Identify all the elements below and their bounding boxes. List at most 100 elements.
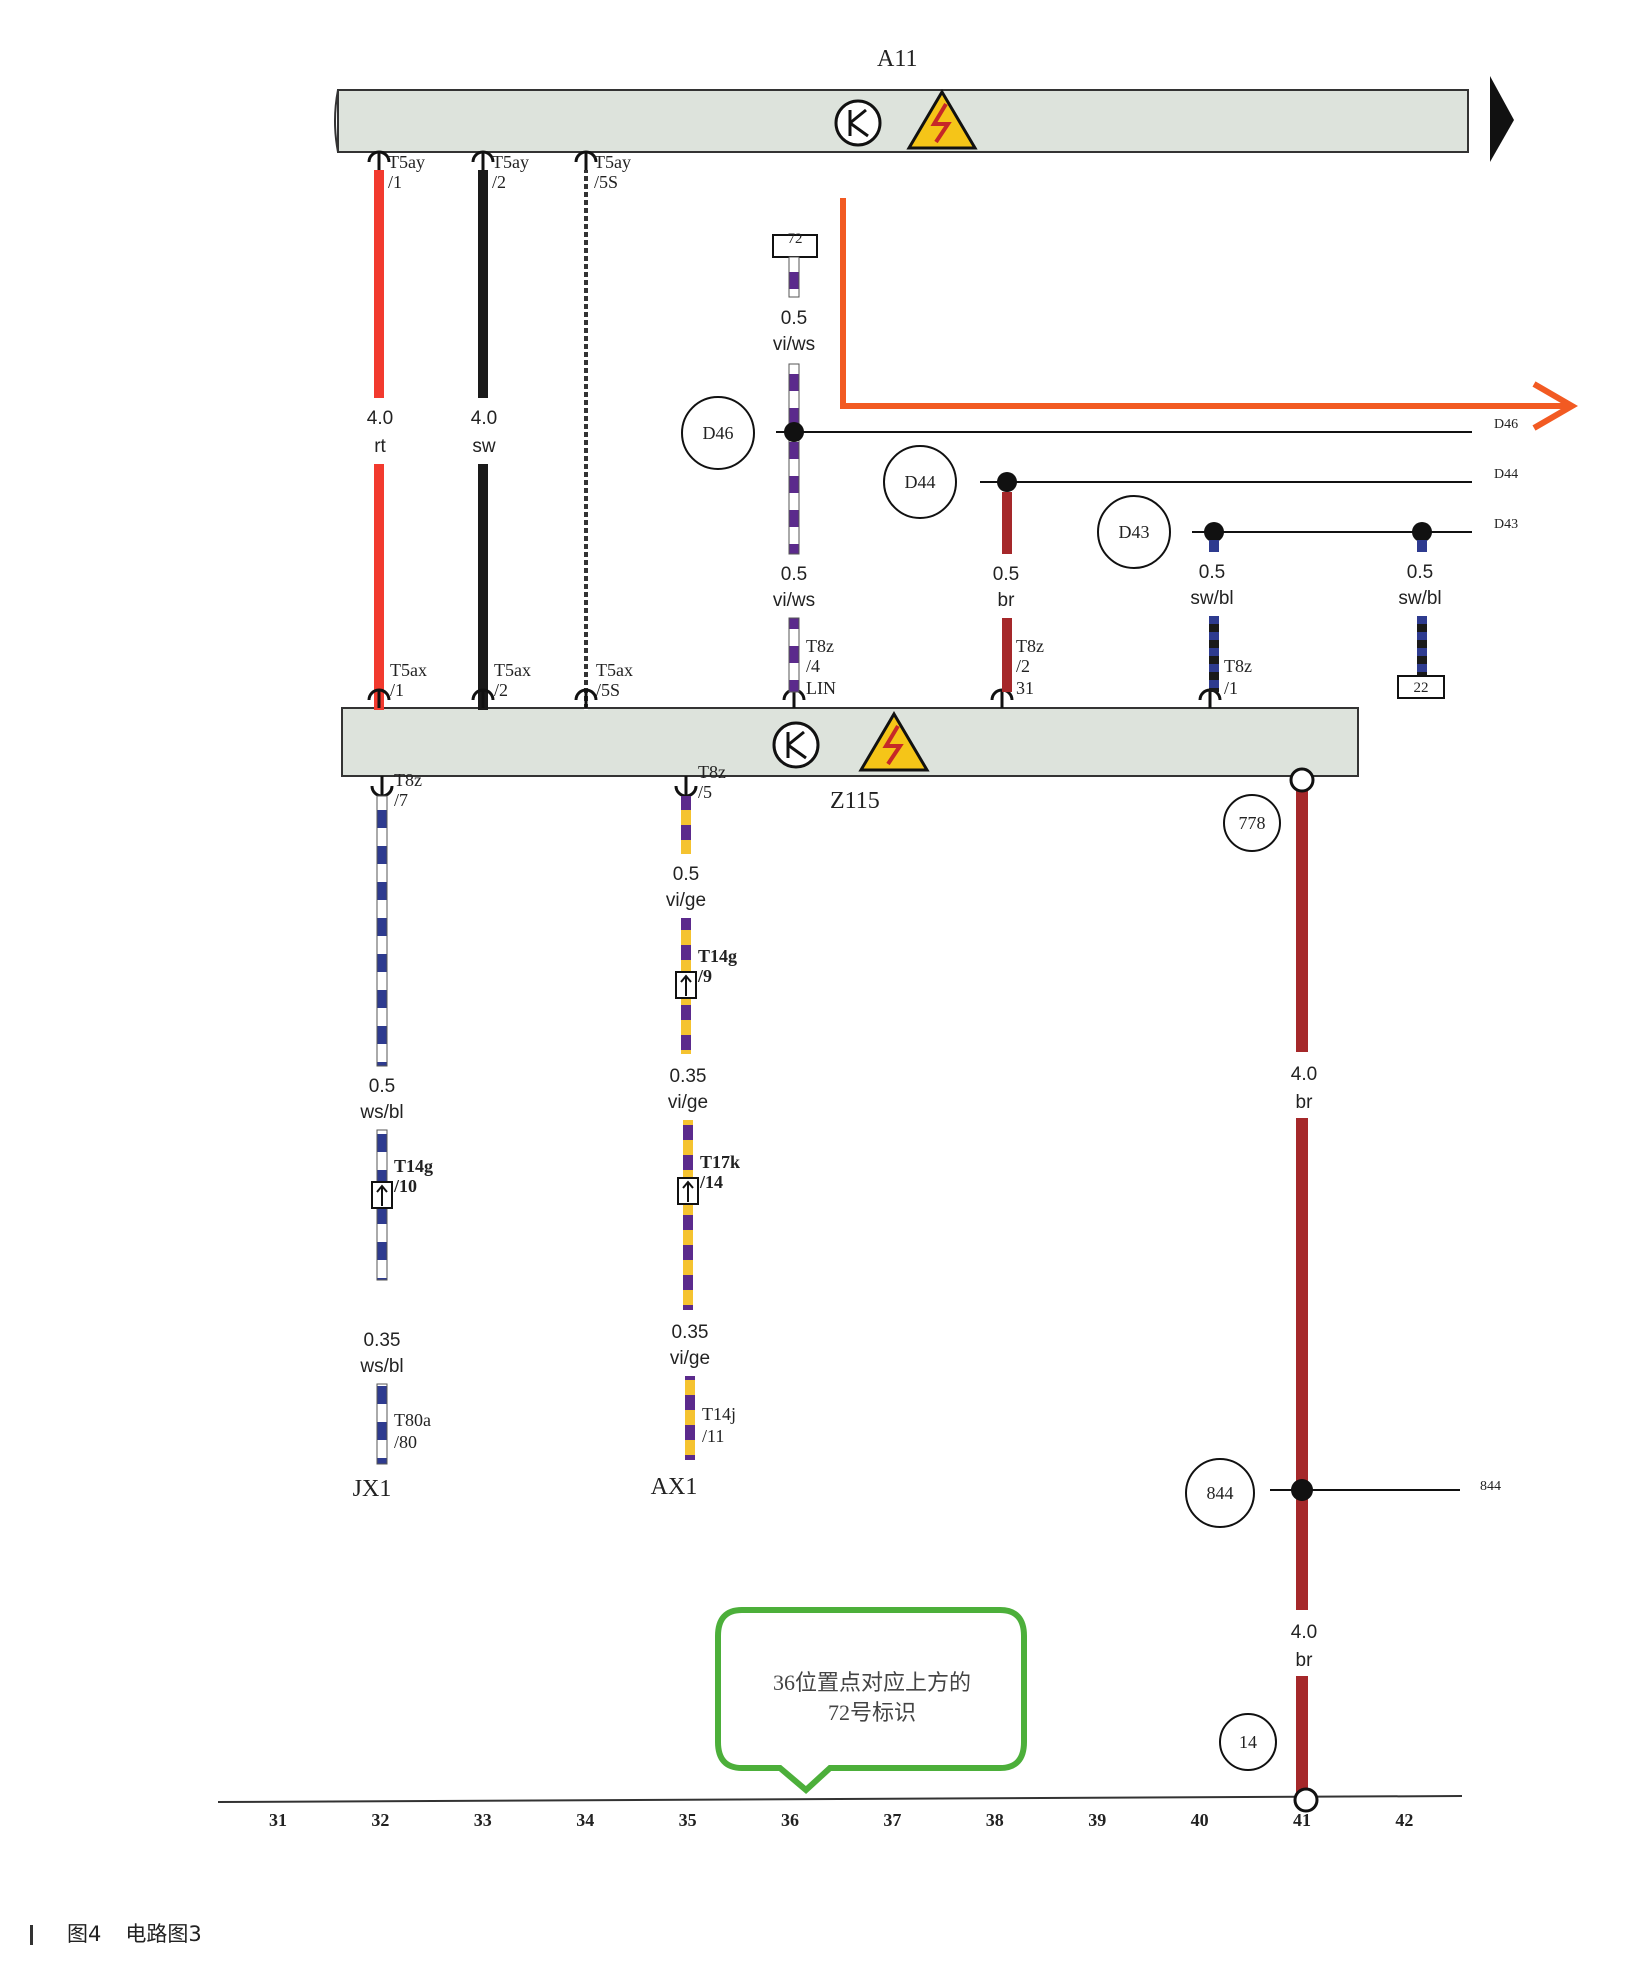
connector-pin: /5 [698, 782, 712, 802]
callout-line-1: 36位置点对应上方的 [773, 1670, 971, 1695]
wire-size-label: 0.5 [781, 308, 807, 329]
ruler-label-41: 41 [1293, 1810, 1311, 1830]
ref-box-22-label: 22 [1414, 680, 1429, 696]
d43-ref-circle [1097, 495, 1171, 569]
high-voltage-warning-icon [906, 89, 978, 150]
wire-size-label: 0.35 [672, 1322, 709, 1343]
connector-pin: /1 [1224, 678, 1238, 698]
connector-label: T5ax [596, 660, 633, 680]
a11-label: A11 [877, 46, 917, 72]
wire-size-label: 4.0 [367, 408, 393, 429]
connector-label: T80a [394, 1410, 431, 1430]
wire-color-label: sw/bl [1190, 588, 1233, 609]
wire-size-label: 0.5 [781, 564, 807, 585]
z115-control-unit [341, 707, 1359, 777]
splice-point [1204, 522, 1224, 542]
connector-pin: /1 [388, 172, 402, 192]
terminal-point [1293, 1787, 1319, 1813]
pin-icon [674, 776, 698, 798]
d44-ref-label: D44 [905, 472, 936, 492]
wire-color-label: vi/ws [773, 590, 815, 611]
c14-ref-label: 14 [1239, 1732, 1257, 1752]
wire-color-label: br [998, 590, 1016, 611]
swbl-wire-stub [1417, 540, 1427, 552]
c778-ref-label: 778 [1239, 813, 1266, 833]
wire-size-label: 0.35 [670, 1066, 707, 1087]
connector-pin: /9 [697, 966, 712, 986]
connector-label: T5ax [494, 660, 531, 680]
ruler-label-35: 35 [679, 1810, 697, 1830]
c844-ref-label: 844 [1207, 1483, 1234, 1503]
wire-size-label: 0.35 [364, 1330, 401, 1351]
figure-number: 图4 [67, 1922, 102, 1946]
transistor-icon [772, 721, 820, 769]
vige-wire [683, 1120, 693, 1310]
ruler-label-32: 32 [371, 1810, 389, 1830]
swbl-wire-stub [1209, 540, 1219, 552]
d43-ref-label: D43 [1119, 522, 1150, 542]
wire-color-label: vi/ge [670, 1348, 710, 1369]
connector-label: T14g [394, 1156, 433, 1176]
c844-ref-circle [1185, 1458, 1255, 1528]
ruler-label-33: 33 [474, 1810, 492, 1830]
pin-icon [367, 688, 391, 708]
wire-size-label: 0.5 [1199, 562, 1225, 583]
swbl-wire [1417, 616, 1427, 676]
ruler-label-36: 36 [781, 1810, 799, 1830]
wsbl-wire [376, 1383, 388, 1465]
high-voltage-warning-icon [858, 711, 930, 772]
c844-end-label: 844 [1480, 1479, 1501, 1494]
connector-pin: /10 [393, 1176, 417, 1196]
connector-pin: /1 [390, 680, 404, 700]
d44-end-label: D44 [1494, 467, 1518, 482]
connector-label: T8z [1224, 656, 1252, 676]
vige-wire [685, 1376, 695, 1460]
connector-pin: /4 [806, 656, 820, 676]
wire-color-label: vi/ge [666, 890, 706, 911]
vige-wire [681, 796, 691, 854]
wire-size-label: 0.5 [993, 564, 1019, 585]
plug-connector-icon [371, 1181, 393, 1209]
wire-color-label: br [1296, 1650, 1314, 1671]
ax1-label: AX1 [651, 1474, 698, 1500]
connector-label: T8z [1016, 636, 1044, 656]
wire-color-label: ws/bl [359, 1102, 403, 1123]
swbl-wire [1209, 616, 1219, 692]
pin-icon [471, 688, 495, 708]
connector-pin: /7 [394, 790, 408, 810]
ruler-label-31: 31 [269, 1810, 287, 1830]
wire-size-label: 4.0 [1291, 1622, 1317, 1643]
connector-signal: LIN [806, 678, 836, 698]
ruler-label-42: 42 [1395, 1810, 1413, 1830]
pin-icon [1198, 688, 1222, 708]
wire-size-label: 4.0 [471, 408, 497, 429]
pin-icon [574, 688, 598, 708]
pin-icon [370, 776, 394, 798]
connector-pin: /2 [1016, 656, 1030, 676]
connector-label: T14j [702, 1404, 736, 1424]
wire-color-label: vi/ws [773, 334, 815, 355]
connector-label: T5ax [390, 660, 427, 680]
wire-color-label: sw/bl [1398, 588, 1441, 609]
c14-ref-circle [1219, 1713, 1277, 1771]
wire-color-label: rt [374, 436, 386, 457]
connector-pin: /11 [702, 1426, 724, 1446]
connector-label: T17k [700, 1152, 740, 1172]
c778-ref-circle [1223, 794, 1281, 852]
a11-control-unit [334, 89, 1469, 153]
connector-label: T5ay [594, 152, 631, 172]
wire-size-label: 0.5 [369, 1076, 395, 1097]
pin-icon [990, 688, 1014, 708]
ref-box-22 [1397, 675, 1445, 699]
annotation-arrow-icon [840, 198, 1578, 431]
ground-ruler-line [217, 1795, 1463, 1803]
wire-size-label: 0.5 [673, 864, 699, 885]
connector-pin: /2 [492, 172, 506, 192]
ruler-label-34: 34 [576, 1810, 594, 1830]
pin-icon [471, 150, 495, 170]
wire-size-label: 0.5 [1407, 562, 1433, 583]
d46-ref-circle [681, 396, 755, 470]
lin-wire-lower [788, 617, 800, 693]
brown-ground-wire-lower [1002, 618, 1012, 692]
